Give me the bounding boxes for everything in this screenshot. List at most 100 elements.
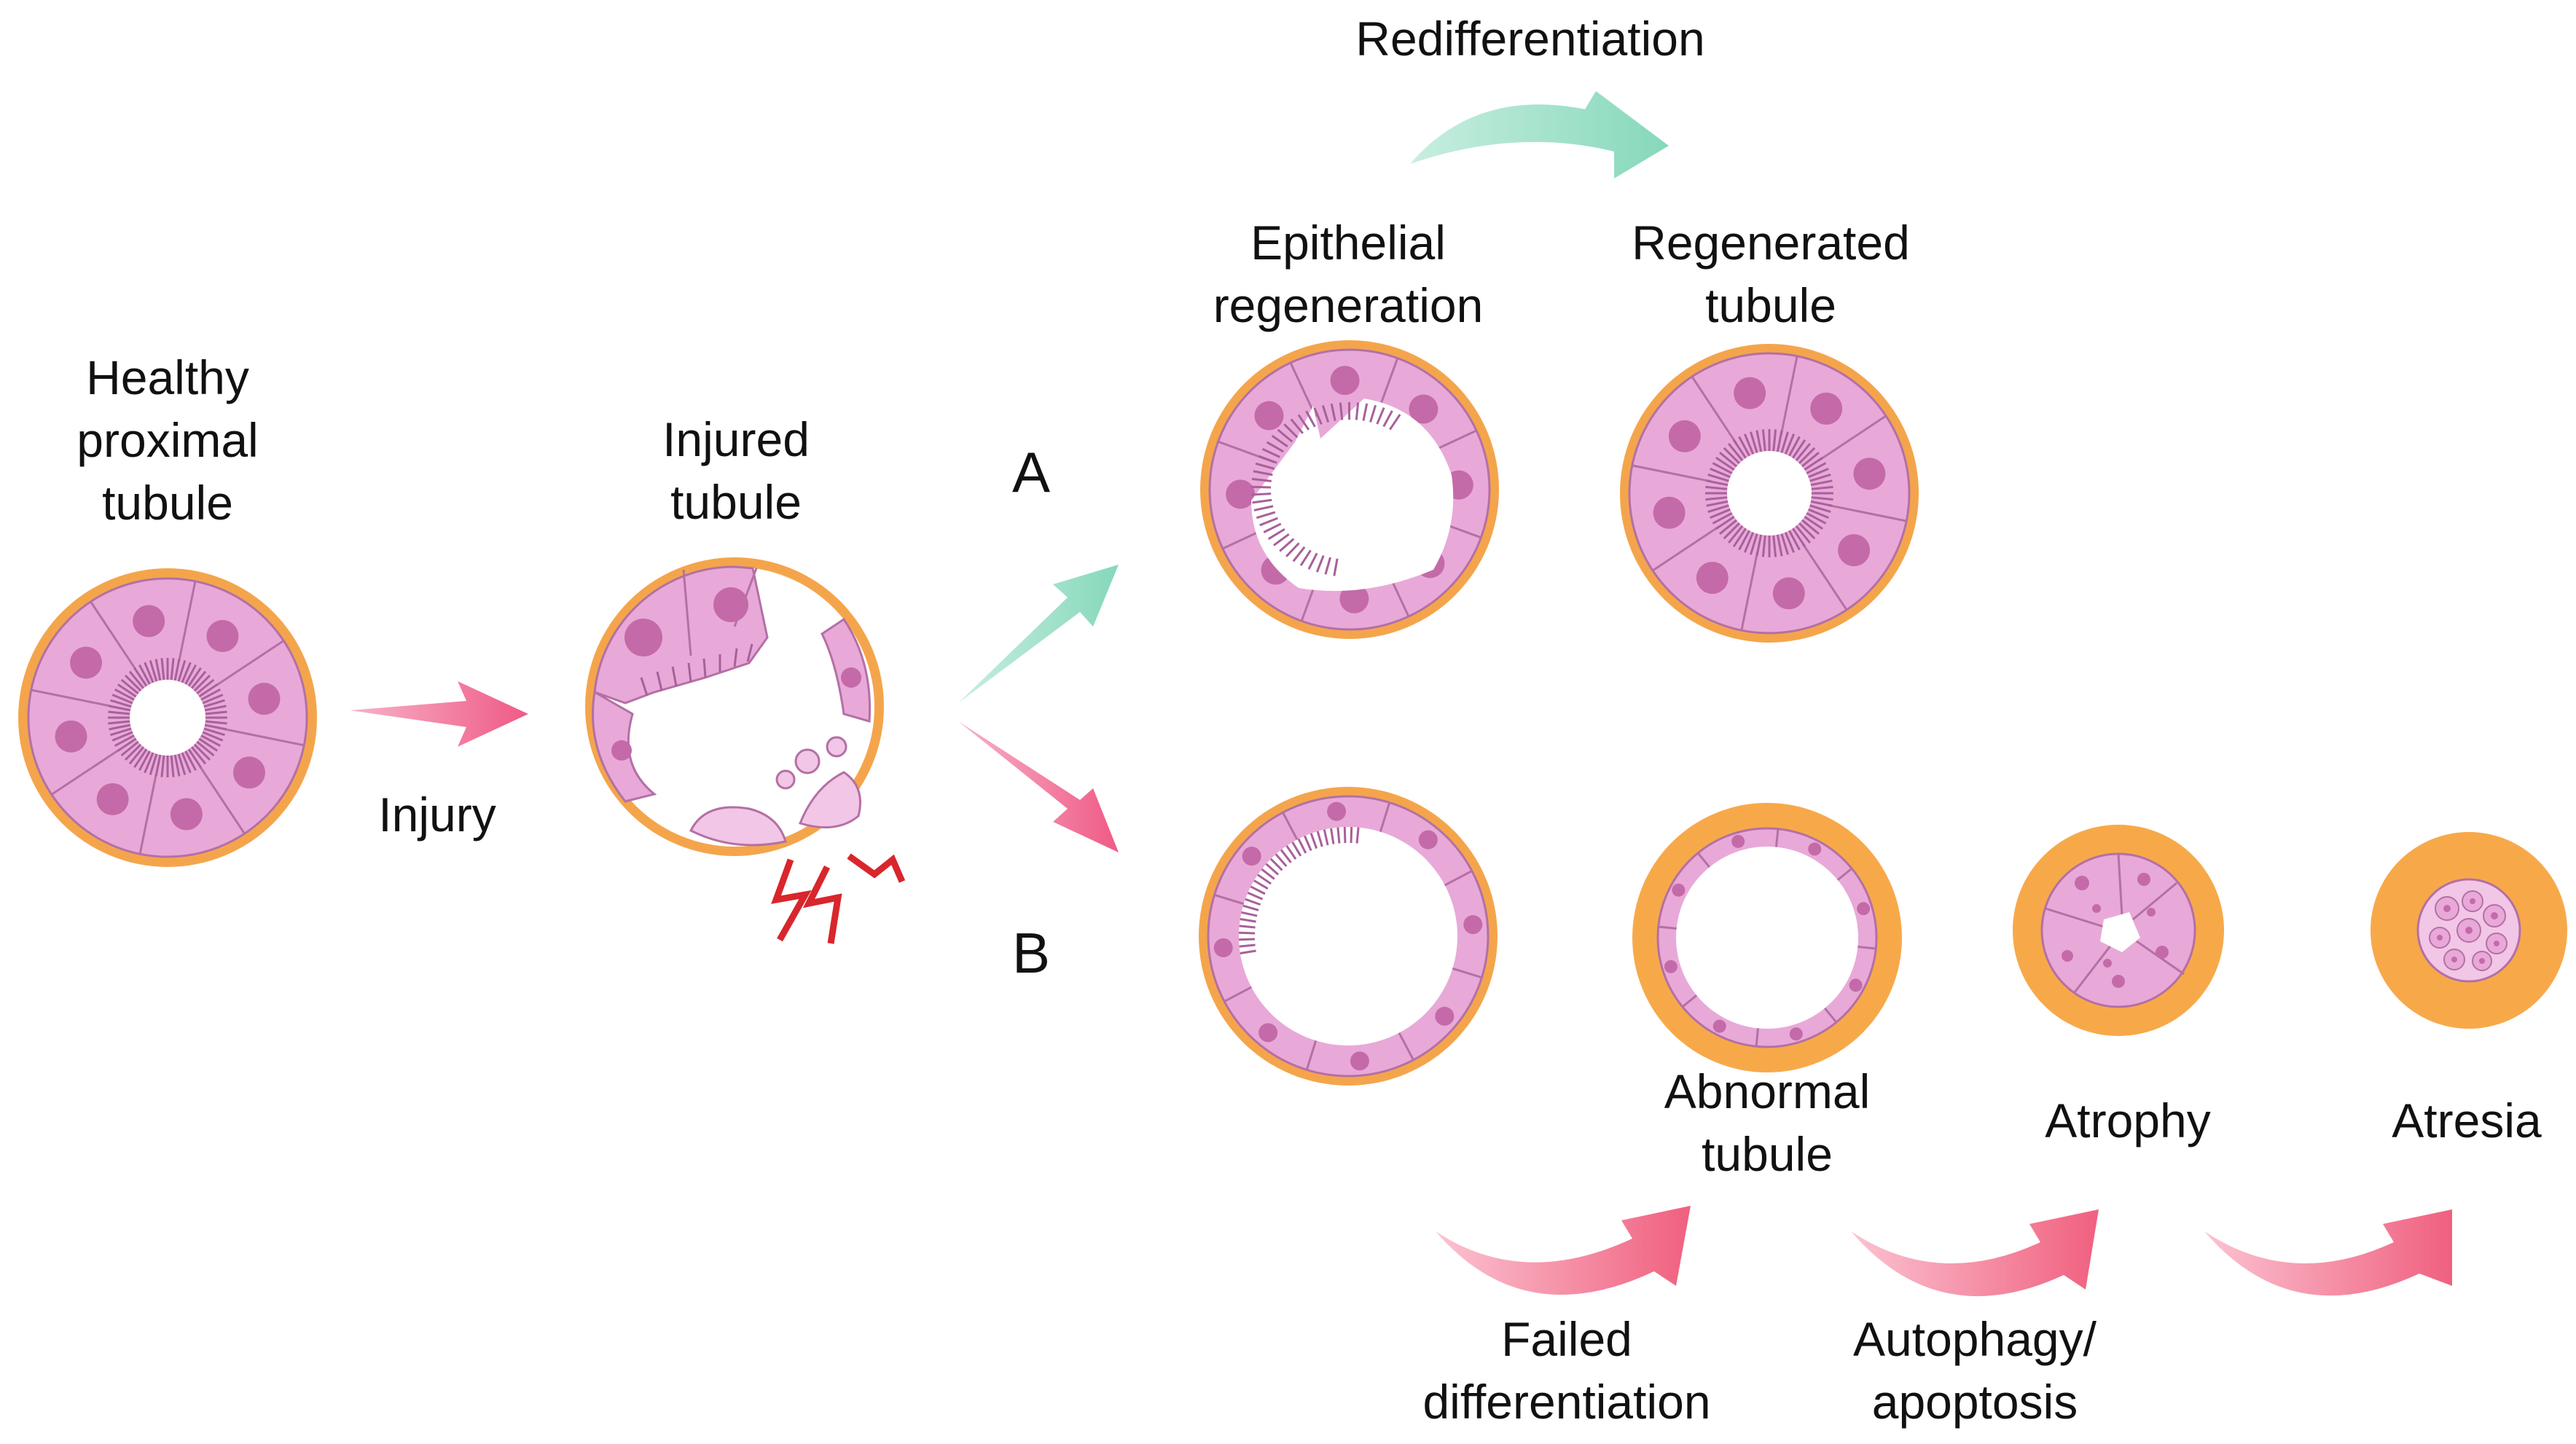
atrophy-text: Atrophy bbox=[2045, 1094, 2211, 1147]
microvillus bbox=[181, 662, 192, 683]
microvillus bbox=[203, 727, 225, 737]
microvillus bbox=[198, 737, 219, 752]
microvillus bbox=[1750, 533, 1758, 555]
microvillus bbox=[1258, 455, 1277, 464]
microvillus bbox=[177, 660, 187, 682]
microvillus bbox=[109, 705, 131, 712]
autophagy-label-line2: apoptosis bbox=[1871, 1375, 2078, 1429]
abnormal-tubule bbox=[1632, 803, 1902, 1072]
microvillus bbox=[1772, 429, 1777, 452]
microvillus bbox=[1251, 477, 1272, 482]
microvillus bbox=[1784, 532, 1796, 553]
healthy-tubule bbox=[18, 568, 317, 867]
microvillus bbox=[1382, 410, 1393, 428]
path-a-arrow bbox=[958, 565, 1119, 703]
microvillus bbox=[1743, 433, 1755, 455]
nucleus bbox=[1696, 562, 1729, 595]
microvillus bbox=[120, 740, 139, 757]
nucleus bbox=[1330, 366, 1360, 396]
redifferentiation-text: Redifferentiation bbox=[1355, 12, 1705, 66]
microvillus bbox=[1728, 443, 1744, 462]
microvillus bbox=[1239, 943, 1256, 948]
failed-differentiation-label: Failed differentiation bbox=[1370, 1308, 1763, 1433]
nucleus bbox=[1810, 392, 1843, 425]
cell-border bbox=[1755, 1028, 1760, 1047]
nucleus bbox=[1664, 960, 1677, 973]
microvillus bbox=[1242, 904, 1259, 911]
microvillus bbox=[1297, 414, 1310, 431]
regenerated-label-line1: Regenerated bbox=[1632, 216, 1910, 270]
microvillus bbox=[1240, 918, 1256, 923]
microvillus bbox=[198, 683, 219, 698]
nucleus bbox=[1418, 830, 1438, 849]
nucleus bbox=[1213, 938, 1233, 957]
nucleus bbox=[232, 756, 265, 789]
cell-border bbox=[1452, 967, 1482, 979]
microvillus bbox=[1795, 525, 1811, 544]
microvillus bbox=[1283, 423, 1299, 439]
microvillus bbox=[1776, 534, 1783, 557]
microvillus bbox=[204, 705, 227, 712]
microvillus bbox=[1266, 441, 1285, 453]
microvillus bbox=[1336, 827, 1341, 844]
microvillus bbox=[1355, 402, 1360, 420]
cell-border bbox=[1289, 362, 1317, 417]
microvillus bbox=[1804, 515, 1824, 530]
microvillus bbox=[1810, 500, 1833, 507]
microvillus bbox=[1253, 505, 1274, 511]
microvillus bbox=[1707, 504, 1729, 513]
cell-border bbox=[1696, 852, 1711, 868]
nucleus bbox=[1849, 978, 1863, 992]
microvillus bbox=[1738, 530, 1750, 551]
abnormal-tubule-label: Abnormal tubule bbox=[1581, 1060, 1953, 1185]
nucleus bbox=[1254, 401, 1284, 431]
regenerating-tubule bbox=[1200, 340, 1499, 639]
microvillus bbox=[1269, 858, 1283, 871]
cell-border bbox=[1774, 828, 1780, 847]
microvillus bbox=[204, 723, 227, 731]
microvillus bbox=[1723, 522, 1741, 540]
cell-border bbox=[1818, 415, 1887, 461]
microvillus bbox=[1273, 533, 1290, 546]
microvillus bbox=[200, 734, 222, 747]
nucleus bbox=[1712, 1019, 1726, 1033]
microvillus bbox=[1299, 549, 1312, 567]
cell-border bbox=[1857, 945, 1876, 950]
microvillus bbox=[1806, 462, 1827, 474]
microvillus bbox=[117, 683, 137, 698]
microvillus bbox=[193, 674, 211, 692]
microvillus bbox=[1263, 522, 1282, 533]
nucleus bbox=[1672, 883, 1686, 897]
injured-label-line2: tubule bbox=[670, 475, 802, 529]
microvillus bbox=[181, 752, 192, 774]
cell-border bbox=[1444, 870, 1473, 887]
microvillus bbox=[114, 734, 135, 747]
microvillus bbox=[1339, 402, 1344, 420]
microvillus bbox=[160, 658, 165, 680]
atresia-tubule bbox=[2371, 832, 2567, 1029]
microvillus bbox=[149, 660, 158, 682]
microvillus bbox=[1265, 863, 1279, 876]
microvillus bbox=[1719, 519, 1738, 535]
healthy-label-line2: proximal bbox=[77, 413, 259, 467]
microvillus bbox=[1801, 452, 1820, 468]
cell-border bbox=[50, 748, 120, 796]
microvillus bbox=[154, 754, 162, 777]
microvillus bbox=[1277, 428, 1293, 443]
microvillus bbox=[1798, 447, 1816, 465]
microvillus bbox=[1706, 500, 1729, 507]
microvillus bbox=[1307, 552, 1318, 570]
microvillus bbox=[1811, 485, 1833, 490]
nucleus bbox=[1339, 584, 1369, 613]
epithelial-label-line2: regeneration bbox=[1213, 278, 1484, 332]
injury-label-text: Injury bbox=[378, 788, 496, 841]
nucleus bbox=[1435, 1006, 1455, 1026]
nucleus bbox=[1853, 458, 1886, 490]
microvillus bbox=[1389, 414, 1401, 431]
microvillus bbox=[1240, 949, 1256, 954]
cell-border bbox=[138, 774, 157, 855]
microvillus bbox=[110, 727, 132, 737]
microvillus bbox=[144, 662, 154, 683]
microvillus bbox=[1290, 418, 1304, 434]
